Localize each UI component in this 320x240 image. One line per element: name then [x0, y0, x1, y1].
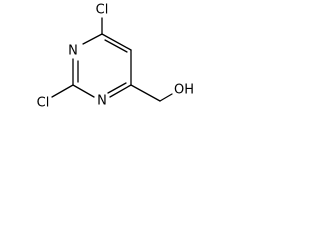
bond-c4-n3	[109, 84, 132, 98]
bond-n1-c6	[82, 33, 103, 45]
bonds	[51, 17, 173, 102]
molecule-structure: Cl N N Cl OH	[37, 3, 194, 111]
atom-cl-top: Cl	[96, 3, 109, 18]
bond-c4-ch2	[130, 84, 161, 102]
bond-n3-c2	[72, 84, 95, 98]
atom-hydroxyl: OH	[174, 83, 194, 98]
bond-c6-c5	[101, 33, 132, 51]
bond-c4-n3-inner	[107, 82, 127, 94]
atom-labels: Cl N N Cl OH	[37, 3, 194, 111]
atom-cl-bottom: Cl	[37, 96, 50, 111]
bond-c2-cl	[51, 84, 74, 98]
atom-n-lower: N	[97, 94, 107, 109]
atom-n-upper: N	[68, 44, 78, 59]
bond-ch2-oh	[159, 93, 173, 102]
bond-c6-c5-inner	[104, 39, 128, 53]
